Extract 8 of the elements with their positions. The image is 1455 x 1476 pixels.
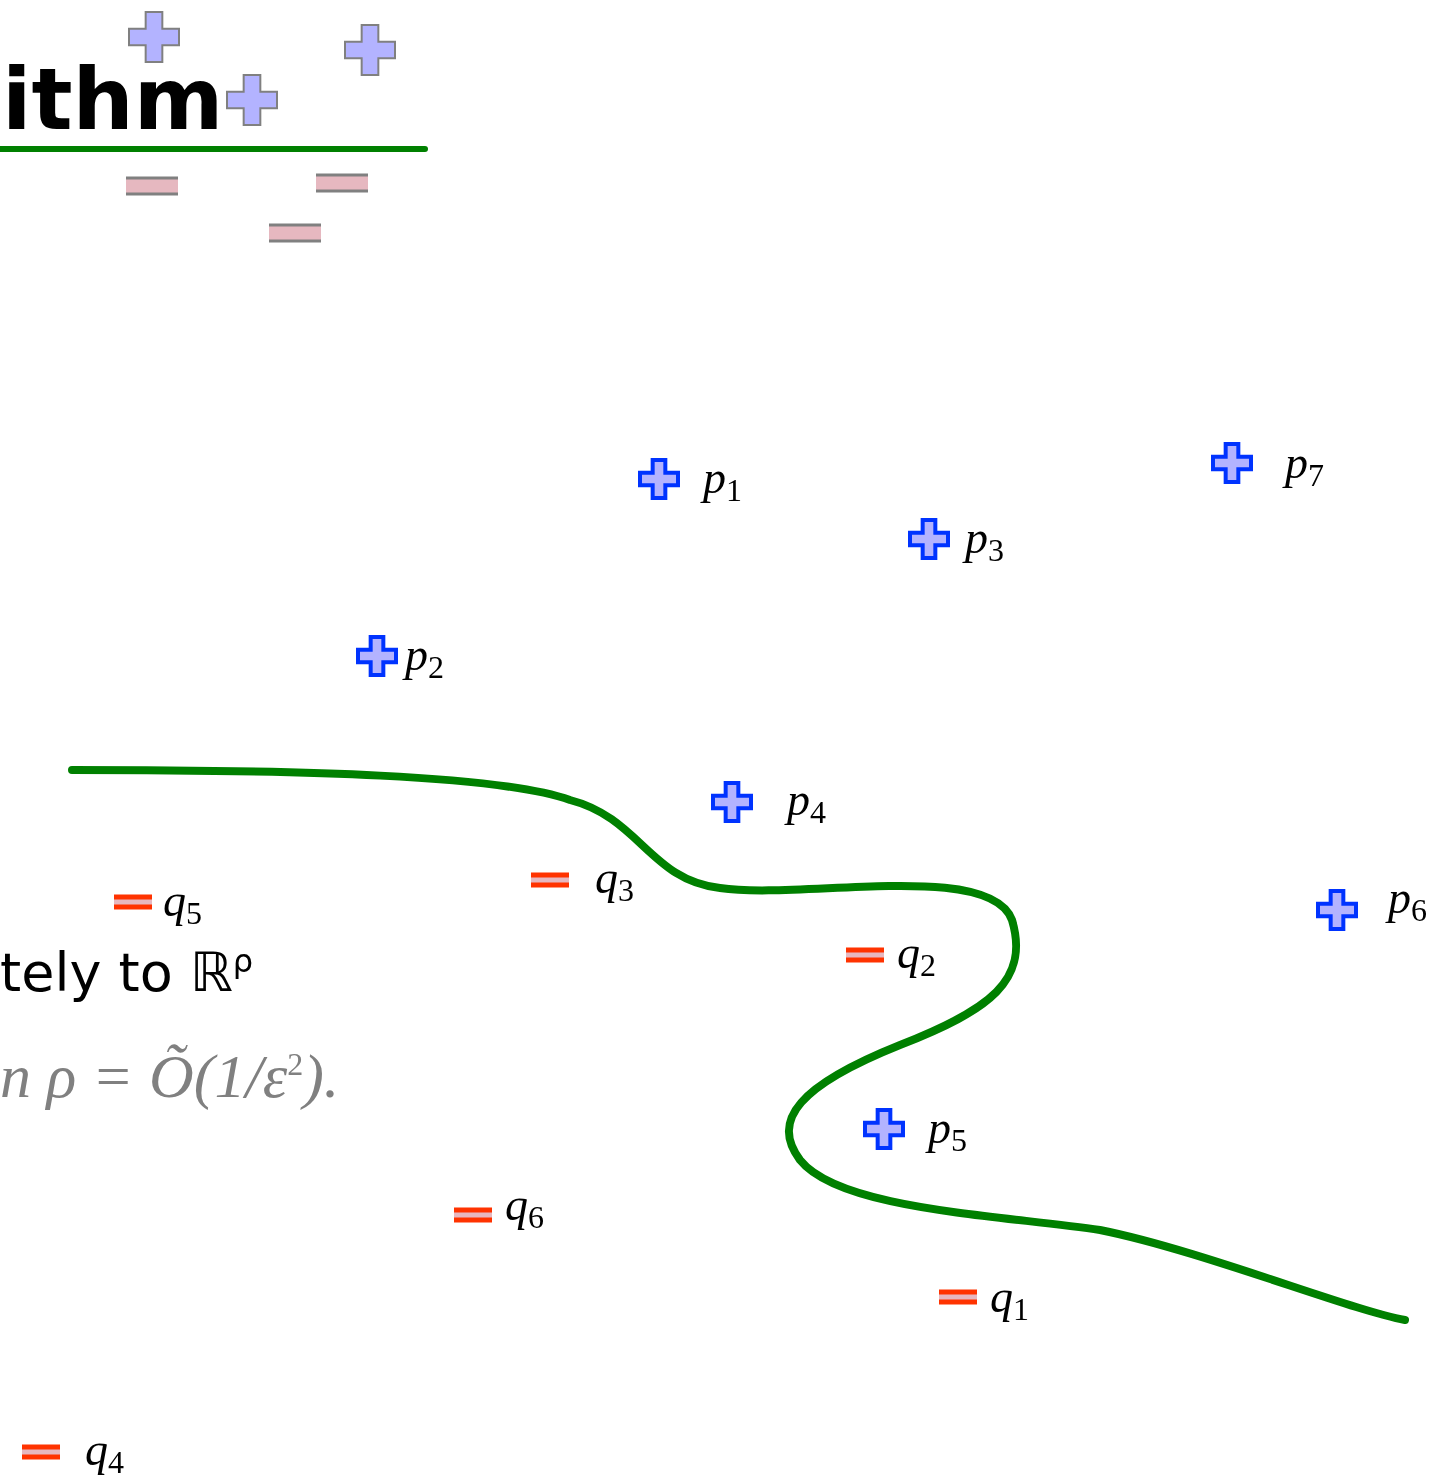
point-label: q$_{3}$: [595, 855, 634, 906]
point-label: q$_{5}$: [163, 878, 202, 929]
point-label: q$_{2}$: [897, 930, 936, 981]
point-label: q$_{1}$: [990, 1274, 1029, 1325]
point-label: q$_{6}$: [505, 1182, 544, 1233]
point-label: q$_{4}$: [85, 1427, 124, 1476]
statement-text: tely to ℝ$^{ρ}$: [0, 945, 253, 1000]
slide-title: ithm: [2, 56, 224, 142]
